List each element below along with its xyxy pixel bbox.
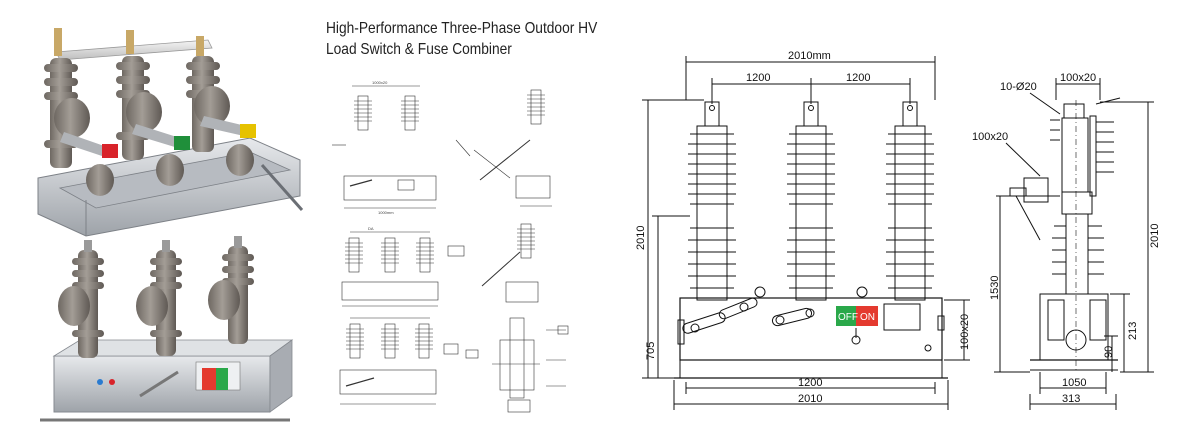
dim-spacing-right: 1200 [846, 72, 870, 84]
side-dim-height-left: 1530 [989, 276, 1001, 300]
side-dim-213: 213 [1127, 322, 1139, 340]
photo-insulator-1 [44, 58, 118, 168]
dim-overall-width: 2010mm [788, 50, 831, 62]
title-line-1: High-Performance Three-Phase Outdoor HV [326, 20, 598, 37]
product-photo-bottom [40, 236, 294, 422]
green-handle [174, 136, 190, 150]
side-dim-bolt: 10-Ø20 [1000, 81, 1037, 93]
front-view-drawing: 2010mm 1200 1200 [635, 50, 971, 410]
photo-insulator-2 [116, 56, 190, 160]
side-dim-top-width: 100x20 [1060, 72, 1096, 84]
side-dim-90: 90 [1103, 346, 1115, 358]
dim-spacing-left: 1200 [746, 72, 770, 84]
title-line-2: Load Switch & Fuse Combiner [326, 41, 512, 58]
small-front-view-2: DA [341, 226, 439, 307]
photo-insulator-3 [186, 56, 256, 152]
side-view-drawing: 100x20 10-Ø20 100x20 2010 [972, 72, 1161, 410]
dim-bottom-width: 2010 [798, 393, 822, 405]
side-dim-bracket: 100x20 [972, 131, 1008, 143]
small-front-view-3 [339, 317, 479, 405]
dim-box-height: 100x20 [959, 314, 971, 350]
product-photo-top [37, 28, 304, 237]
dim-base-height: 705 [645, 342, 657, 360]
red-handle [102, 144, 118, 158]
off-indicator [836, 306, 856, 326]
page-title: High-Performance Three-Phase Outdoor HV … [326, 18, 597, 60]
side-dim-313: 313 [1062, 393, 1080, 405]
side-dim-1050: 1050 [1062, 377, 1086, 389]
front-pole-2 [787, 101, 835, 301]
on-indicator [856, 306, 878, 326]
small-dim-top-1: 1000x20 [372, 80, 388, 85]
small-side-view-2 [447, 223, 539, 303]
yellow-handle [240, 124, 256, 138]
side-dim-height-right: 2010 [1149, 224, 1161, 248]
front-pole-1 [688, 101, 736, 301]
nameplate [883, 303, 921, 331]
on-label: ON [860, 312, 875, 323]
front-pole-3 [886, 101, 934, 301]
small-front-view-1: 1000x20 1000mm [332, 80, 437, 215]
small-side-view-3 [492, 317, 569, 413]
small-drawings: 1000x20 1000mm DA [332, 80, 569, 413]
photo2-insulator-3 [208, 236, 254, 344]
operating-linkage [677, 297, 945, 345]
dim-height: 2010 [635, 226, 647, 250]
small-dim-mid: DA [368, 226, 374, 231]
dim-base-width: 1200 [798, 377, 822, 389]
photo2-insulator-2 [136, 240, 182, 356]
photo2-insulator-1 [58, 240, 104, 358]
small-side-view-1 [455, 89, 552, 207]
small-dim-top-2: 1000mm [378, 210, 394, 215]
off-label: OFF [838, 312, 858, 323]
